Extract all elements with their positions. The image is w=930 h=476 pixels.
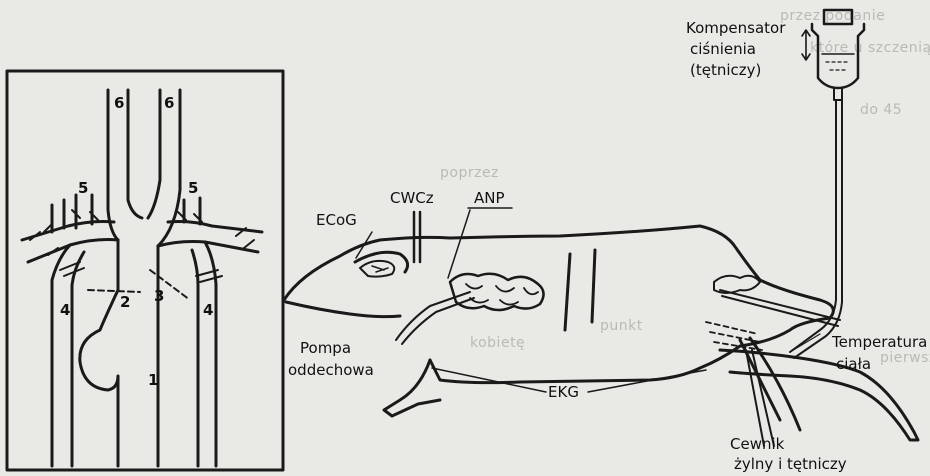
compensator-bottle	[812, 24, 864, 88]
label-kompensator: Kompensator	[686, 20, 785, 37]
vessel-number-3: 3	[154, 288, 164, 304]
label-ecog: ECoG	[316, 212, 357, 229]
vessel-number-6-left: 6	[114, 95, 124, 111]
up-down-arrow	[802, 30, 810, 60]
label-oddechowa: oddechowa	[288, 362, 374, 379]
temperature-probe	[720, 290, 840, 320]
rat-tail	[720, 350, 918, 440]
label-tetniczy: (tętniczy)	[690, 62, 761, 79]
vessel-number-2: 2	[120, 294, 130, 310]
left-carotid	[108, 90, 118, 240]
vessel-number-5-right: 5	[188, 180, 198, 196]
label-ekg: EKG	[548, 384, 579, 401]
vessel-number-1: 1	[148, 372, 158, 388]
label-cisnienia: ciśnienia	[690, 41, 756, 58]
anp-tissue	[450, 274, 544, 310]
vessel-number-5-left: 5	[78, 180, 88, 196]
vessel-panel-frame	[7, 71, 283, 470]
label-pompa: Pompa	[300, 340, 351, 357]
right-carotid	[148, 90, 160, 218]
vessel-number-4-left: 4	[60, 302, 70, 318]
ventilator-tube	[396, 292, 470, 340]
label-zylny-tetniczy: żylny i tętniczy	[734, 456, 847, 473]
label-cewnik: Cewnik	[730, 436, 784, 453]
label-anp: ANP	[474, 190, 505, 207]
label-temperatura: Temperatura	[832, 334, 927, 351]
vessel-number-6-right: 6	[164, 95, 174, 111]
label-cwcz: CWCz	[390, 190, 434, 207]
clamp-line-2	[88, 290, 140, 292]
anp-leader	[448, 210, 470, 278]
vessel-number-4-right: 4	[203, 302, 213, 318]
left-subclavian	[28, 240, 118, 262]
ecog-probe	[360, 261, 394, 277]
label-ciala: ciała	[836, 356, 871, 373]
aorta-trunk	[80, 240, 118, 466]
